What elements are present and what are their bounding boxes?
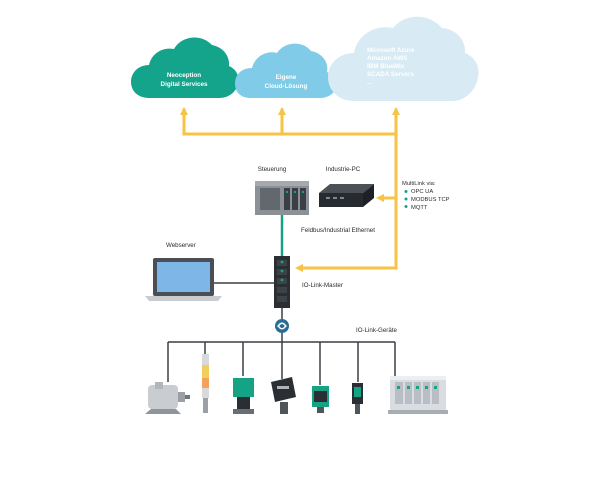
steuerung-label: Steuerung: [258, 166, 287, 173]
io-link-symbol-icon: [275, 319, 289, 333]
cloud-providers-line4: SCADA Servers: [367, 71, 415, 78]
multilink-title: MultiLink via:: [402, 181, 436, 187]
multilink-item-opc-ua: OPC UA: [411, 189, 433, 195]
webserver-label: Webserver: [166, 242, 196, 249]
multilink-item-modbus-tcp: MODBUS TCP: [411, 197, 450, 203]
cloud-providers-line1: Microsoft Azure: [367, 47, 415, 54]
small-sensor-icon: [352, 383, 363, 414]
arrow-up-icon: [180, 107, 188, 115]
io-link-master-label: IO-Link-Master: [302, 282, 343, 289]
cloud-eigene: Eigene Cloud-Lösung: [235, 43, 337, 98]
device-drop-lines: [167, 342, 396, 385]
arrow-left-icon: [376, 194, 384, 202]
industrial-pc-icon: [319, 184, 374, 207]
arrow-up-icon: [392, 107, 400, 115]
box-sensor-icon: [312, 386, 329, 413]
valve-terminal-icon: [388, 376, 448, 414]
cloud-providers: Microsoft Azure Amazon AWS IBM BlueMix S…: [328, 16, 479, 102]
cloud-providers-line2: Amazon AWS: [367, 55, 407, 62]
feldbus-label: Feldbus/Industrial Ethernet: [301, 227, 375, 234]
arrow-up-icon: [278, 107, 286, 115]
bullet-icon: [404, 197, 408, 201]
motor-icon: [145, 382, 190, 414]
laptop-webserver-icon: [145, 258, 222, 301]
multilink-item-mqtt: MQTT: [411, 205, 428, 211]
arrow-left-icon: [295, 264, 303, 272]
io-link-geraete-label: IO-Link-Geräte: [356, 327, 397, 334]
cloud-eigene-line1: Eigene: [276, 74, 297, 81]
io-link-master-device-icon: [274, 256, 290, 308]
bullet-icon: [404, 190, 408, 193]
bullet-icon: [404, 205, 408, 208]
signal-tower-icon: [202, 354, 209, 413]
cloud-providers-line5: ...: [367, 79, 372, 86]
plc-controller-icon: [255, 181, 309, 215]
cloud-eigene-line2: Cloud-Lösung: [265, 83, 308, 90]
industrie-pc-label: Industrie-PC: [326, 166, 361, 173]
green-sensor-icon: [233, 378, 254, 414]
cloud-neoception: Neoception Digital Services: [131, 37, 239, 98]
inductive-sensor-icon: [271, 377, 296, 414]
cloud-neoception-line2: Digital Services: [161, 81, 208, 88]
cloud-neoception-line1: Neoception: [167, 72, 201, 79]
cloud-providers-line3: IBM BlueMix: [367, 63, 405, 70]
